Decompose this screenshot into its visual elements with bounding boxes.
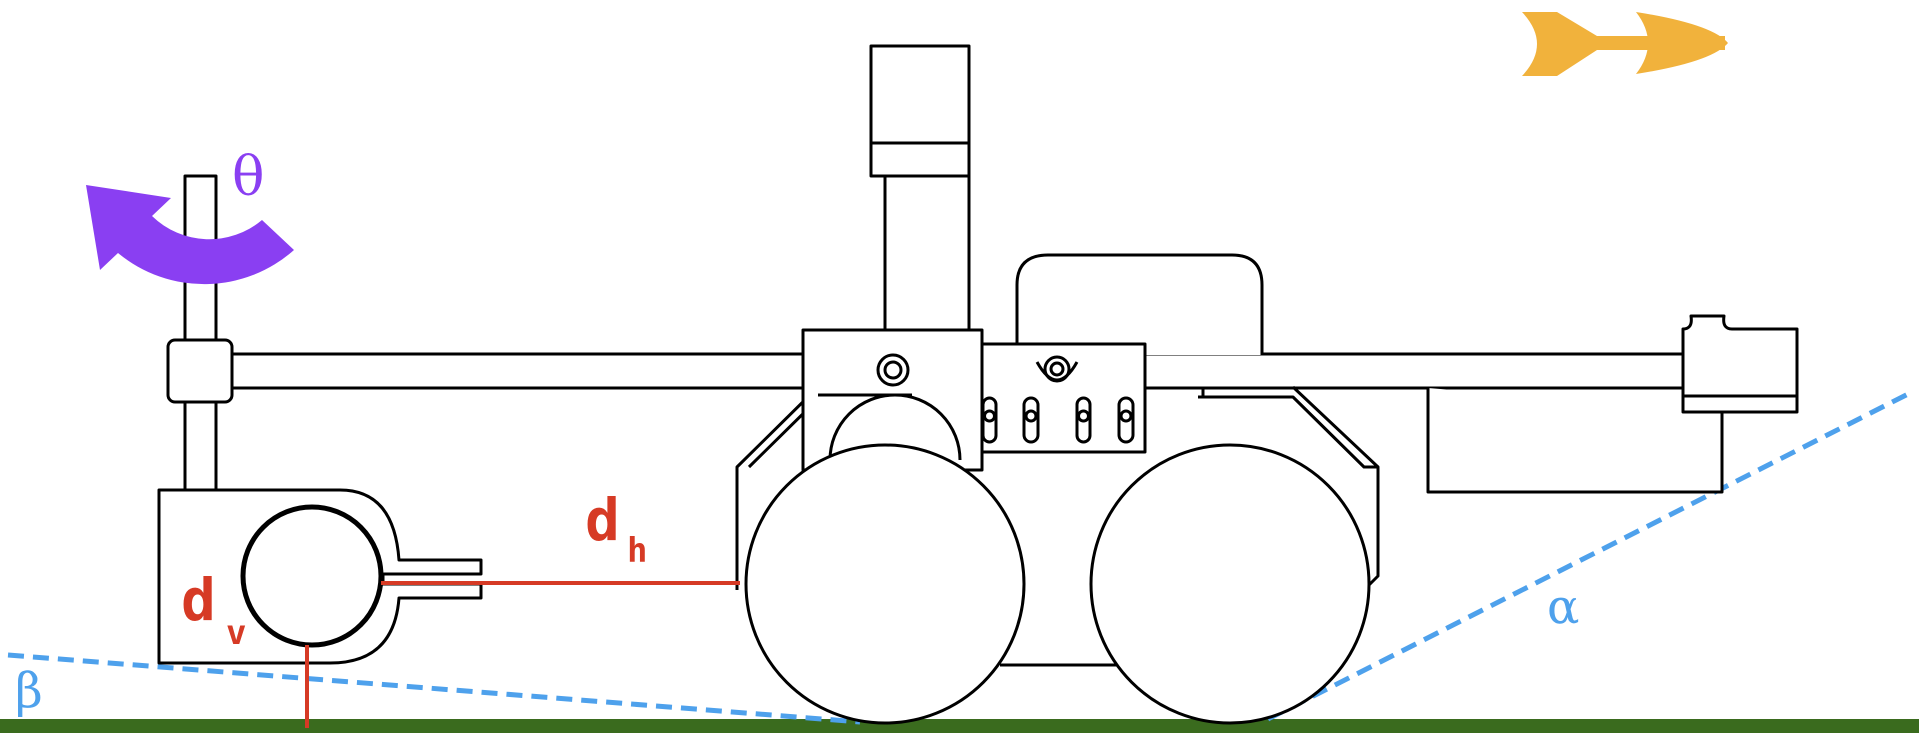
ground-line — [0, 719, 1919, 733]
sensor-mast — [883, 173, 971, 332]
dh-subscript: h — [627, 531, 647, 571]
knob-left — [876, 353, 910, 387]
wheel-front — [744, 443, 1026, 725]
theta-label: θ — [232, 145, 265, 208]
alpha-label: α — [1547, 579, 1579, 635]
robot-outline — [157, 44, 1799, 725]
dh-label: d — [585, 486, 620, 554]
dv-label: d — [181, 566, 216, 634]
beta-label: β — [15, 663, 43, 719]
slot-2 — [1022, 396, 1040, 444]
top-box — [1015, 253, 1264, 355]
wheel-rear — [1089, 443, 1371, 725]
slope-line-beta — [7, 652, 861, 725]
end-clamp — [1681, 314, 1799, 414]
slot-4 — [1117, 396, 1135, 444]
dv-subscript: v — [226, 613, 246, 653]
right-arrow-icon — [1522, 12, 1728, 76]
slot-3 — [1075, 396, 1092, 444]
slope-line-alpha — [1266, 389, 1914, 722]
curved-arrow-icon — [86, 185, 294, 285]
rear-box — [1426, 388, 1724, 494]
left-post — [183, 174, 218, 492]
slot-1 — [981, 396, 998, 444]
sensor-ring — [240, 504, 384, 648]
post-clamp — [166, 338, 234, 404]
sensor-head — [869, 44, 971, 178]
